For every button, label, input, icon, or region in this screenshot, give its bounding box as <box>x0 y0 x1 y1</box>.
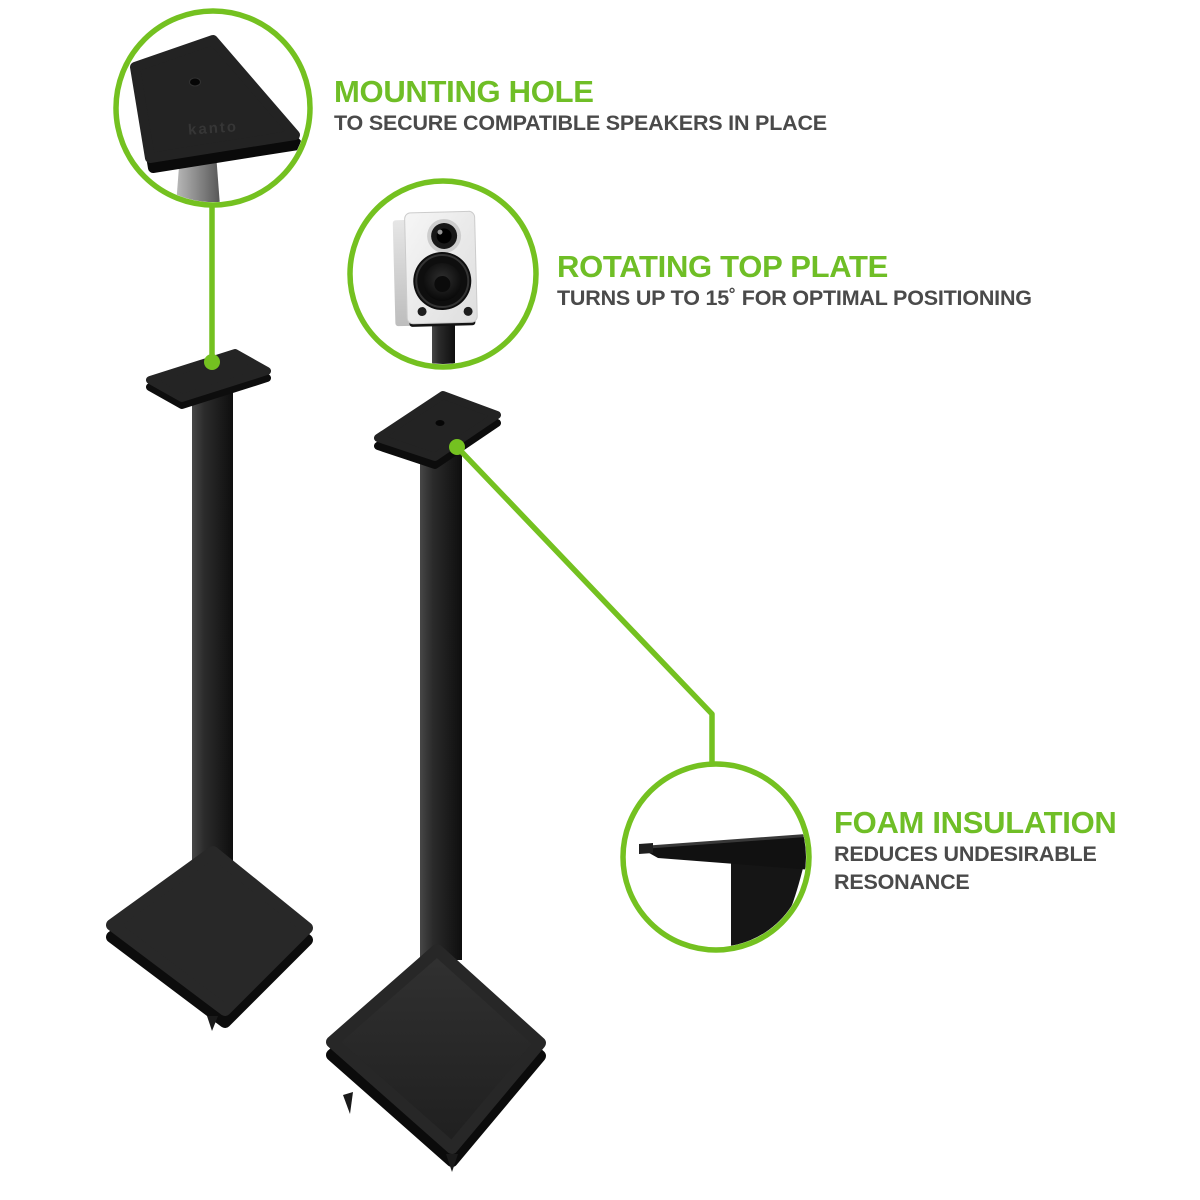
bookshelf-speaker <box>392 210 478 327</box>
detail-circle-ring <box>620 761 812 953</box>
callout-mounting-hole: MOUNTING HOLE TO SECURE COMPATIBLE SPEAK… <box>334 74 934 138</box>
callout-subtitle: TURNS UP TO 15˚ FOR OPTIMAL POSITIONING <box>557 285 1032 310</box>
callout-leaders <box>204 200 715 766</box>
detail-circle-ring <box>113 8 313 208</box>
woofer-surround <box>415 254 470 309</box>
stand-pole <box>420 448 462 960</box>
speaker-stand-left <box>106 349 313 1031</box>
leader-line-foam <box>455 445 715 766</box>
leader-dot-foam <box>449 439 465 455</box>
top-plate <box>374 391 501 461</box>
speaker-foot <box>417 307 427 317</box>
detail-mounting-hole <box>189 77 201 87</box>
callout-title: ROTATING TOP PLATE <box>557 249 889 284</box>
detail-circle-rotating-plate <box>347 178 539 370</box>
base-plate <box>326 944 546 1154</box>
tweeter-highlight <box>437 229 443 235</box>
detail-circle-foam <box>620 761 812 953</box>
leader-dot-mounting-hole <box>204 354 220 370</box>
floor-spike <box>343 1092 353 1114</box>
stand-pole <box>192 376 233 868</box>
plate-logo: kanto <box>187 118 238 138</box>
callout-title: FOAM INSULATION <box>834 805 1117 840</box>
callout-title: MOUNTING HOLE <box>334 74 594 109</box>
callout-foam-insulation: FOAM INSULATION REDUCES UNDESIRABLE RESO… <box>834 805 1149 897</box>
callout-subtitle: TO SECURE COMPATIBLE SPEAKERS IN PLACE <box>334 110 827 135</box>
floor-spike <box>207 1016 218 1031</box>
woofer-dustcap <box>434 276 451 293</box>
plate-underside <box>642 837 806 870</box>
speaker-stand-right <box>326 391 546 1172</box>
callout-rotating-top-plate: ROTATING TOP PLATE TURNS UP TO 15˚ FOR O… <box>557 249 1157 313</box>
base-plate <box>106 846 313 1016</box>
detail-column <box>731 858 804 947</box>
detail-circle-mounting-hole: kanto <box>113 8 313 208</box>
floor-spike <box>446 1154 458 1172</box>
foam-lip <box>639 843 653 854</box>
detail-circle-ring <box>347 178 539 370</box>
detail-pole <box>432 320 455 364</box>
speaker-foot <box>463 306 473 316</box>
detail-plate <box>130 35 300 163</box>
callout-subtitle: REDUCES UNDESIRABLE RESONANCE <box>834 841 1097 894</box>
mounting-hole <box>435 420 445 426</box>
